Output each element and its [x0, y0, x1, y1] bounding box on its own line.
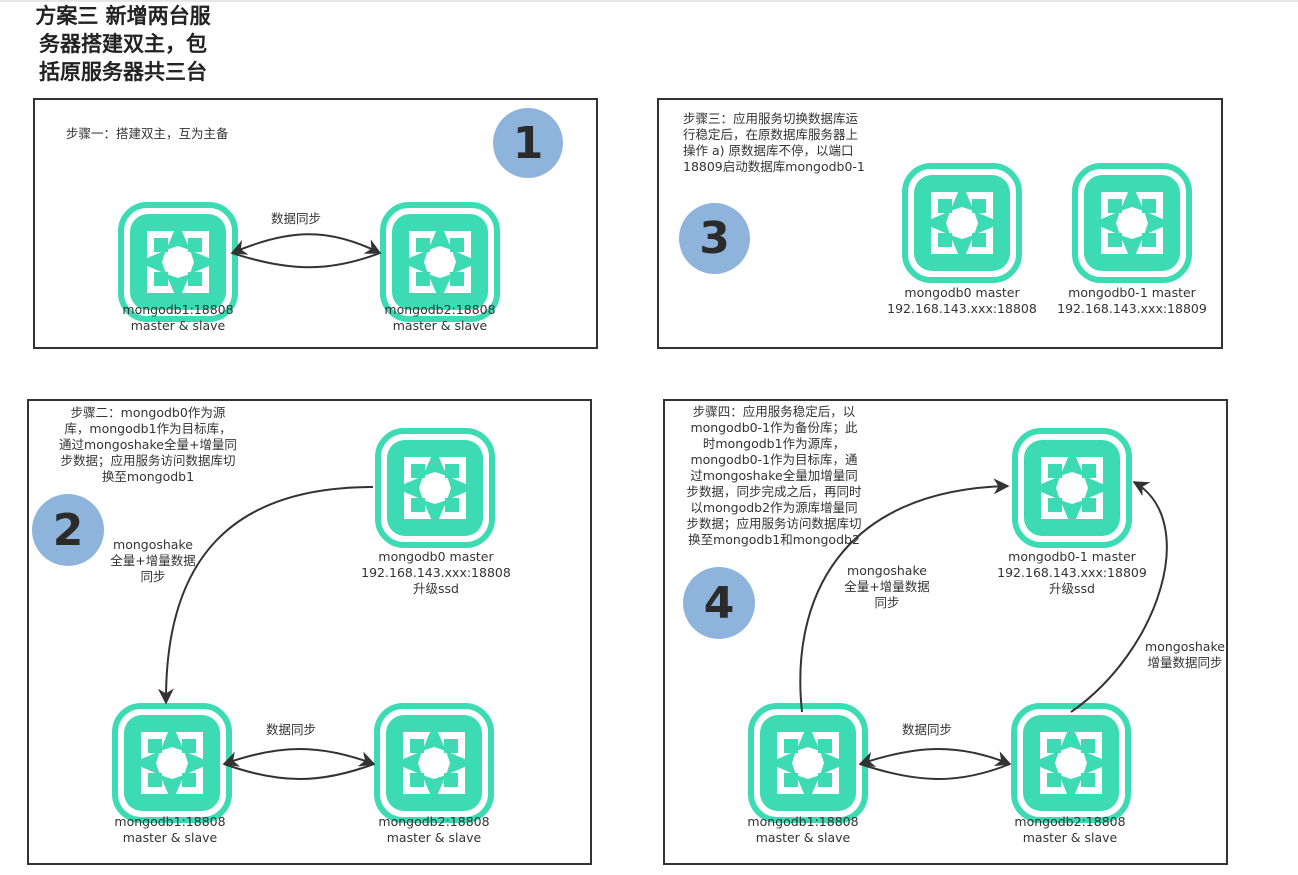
step-line: 步骤二：mongodb0作为源: [70, 405, 226, 420]
step-badge-1: 1: [493, 108, 563, 178]
step-3-text: 步骤三：应用服务切换数据库运 行稳定后，在原数据库服务器上 操作 a) 原数据库…: [683, 111, 865, 175]
sync-label: 数据同步: [270, 211, 321, 226]
step-line: mongodb0-1作为目标库，通: [690, 452, 858, 467]
node-name: mongodb2:18808: [1014, 814, 1126, 829]
node-name: mongodb2:18808: [384, 302, 496, 317]
step-line: 以mongodb2作为源库增量同: [690, 500, 858, 515]
mongodb-node-icon: [110, 701, 234, 825]
mongodb-node-icon: [1010, 426, 1134, 550]
node-label-mongodb0-1: mongodb0-1 master 192.168.143.xxx:18809: [1047, 285, 1217, 317]
node-label-mongodb2: mongodb2:18808 master & slave: [995, 814, 1145, 846]
title-line-2: 务器搭建双主，包: [39, 32, 207, 56]
title-line-3: 括原服务器共三台: [39, 60, 207, 84]
step-badge-4: 4: [683, 567, 755, 639]
mongoshake-full-label: mongoshake 全量+增量数据 同步: [841, 563, 933, 611]
node-label-mongodb1: mongodb1:18808 master & slave: [728, 814, 878, 846]
node-role: master & slave: [386, 830, 482, 845]
node-role: master & slave: [755, 830, 851, 845]
step-1-text: 步骤一：搭建双主，互为主备: [66, 126, 229, 141]
node-address: 192.168.143.xxx:18808: [361, 565, 511, 580]
page-title: 方案三 新增两台服 务器搭建双主，包 括原服务器共三台: [18, 2, 228, 86]
sync-label: 数据同步: [901, 722, 952, 737]
sync-label: 数据同步: [265, 722, 316, 737]
step-line: mongodb0-1作为备份库；此: [690, 420, 858, 435]
node-label-mongodb1: mongodb1:18808 master & slave: [103, 302, 253, 334]
shake-line: mongoshake: [1145, 639, 1225, 654]
step-line: 操作 a) 原数据库不停，以端口: [683, 143, 854, 158]
title-line-1: 方案三 新增两台服: [35, 4, 211, 28]
shake-line: mongoshake: [847, 563, 927, 578]
step-line: 步数据；应用服务访问数据库切: [686, 516, 862, 531]
step-line: 步数据；应用服务访问数据库切: [60, 453, 236, 468]
node-label-mongodb0: mongodb0 master 192.168.143.xxx:18808: [877, 285, 1047, 317]
shake-line: 全量+增量数据: [844, 579, 930, 594]
shake-line: 同步: [140, 569, 166, 584]
node-label-mongodb2: mongodb2:18808 master & slave: [365, 302, 515, 334]
node-name: mongodb0-1 master: [1068, 285, 1196, 300]
node-role: master & slave: [130, 318, 226, 333]
shake-line: 同步: [874, 595, 900, 610]
node-name: mongodb1:18808: [114, 814, 226, 829]
node-label-mongodb1: mongodb1:18808 master & slave: [95, 814, 245, 846]
node-address: 192.168.143.xxx:18809: [1057, 301, 1207, 316]
node-note: 升级ssd: [413, 581, 459, 596]
step-line: 18809启动数据库mongodb0-1: [683, 159, 865, 174]
mongodb-node-icon: [1009, 701, 1133, 825]
node-label-mongodb0: mongodb0 master 192.168.143.xxx:18808 升级…: [351, 549, 521, 597]
mongoshake-incremental-label: mongoshake 增量数据同步: [1141, 639, 1229, 671]
mongodb-node-icon: [746, 701, 870, 825]
step-line: 过mongoshake全量加增量同: [690, 468, 858, 483]
step-line: 步数据，同步完成之后，再同时: [686, 484, 862, 499]
mongodb-node-icon: [372, 701, 496, 825]
node-role: master & slave: [1022, 830, 1118, 845]
top-divider: [0, 0, 1298, 2]
step-2-text: 步骤二：mongodb0作为源 库，mongodb1作为目标库， 通过mongo…: [38, 405, 258, 485]
node-name: mongodb1:18808: [747, 814, 859, 829]
node-role: master & slave: [122, 830, 218, 845]
node-name: mongodb0 master: [378, 549, 494, 564]
step-line: 换至mongodb1: [101, 469, 195, 484]
node-address: 192.168.143.xxx:18808: [887, 301, 1037, 316]
step-line: 库，mongodb1作为目标库，: [64, 421, 232, 436]
node-name: mongodb0-1 master: [1008, 549, 1136, 564]
shake-line: mongoshake: [113, 537, 193, 552]
step-line: 步骤三：应用服务切换数据库运: [683, 111, 859, 126]
step-badge-2: 2: [32, 494, 104, 566]
mongodb-node-icon: [1070, 161, 1194, 285]
shake-line: 增量数据同步: [1147, 655, 1223, 670]
mongodb-node-icon: [900, 161, 1024, 285]
step-line: 换至mongodb1和mongodb2: [688, 532, 860, 547]
step-line: 步骤四：应用服务稳定后，以: [692, 404, 856, 419]
mongodb-node-icon: [373, 426, 497, 550]
node-label-mongodb2: mongodb2:18808 master & slave: [359, 814, 509, 846]
node-name: mongodb2:18808: [378, 814, 490, 829]
step-4-text: 步骤四：应用服务稳定后，以 mongodb0-1作为备份库；此 时mongodb…: [664, 404, 884, 548]
node-name: mongodb1:18808: [122, 302, 234, 317]
shake-line: 全量+增量数据: [110, 553, 196, 568]
node-note: 升级ssd: [1049, 581, 1095, 596]
node-role: master & slave: [392, 318, 488, 333]
node-address: 192.168.143.xxx:18809: [997, 565, 1147, 580]
step-line: 通过mongoshake全量+增量同: [59, 437, 237, 452]
step-line: 时mongodb1作为源库，: [702, 436, 846, 451]
node-name: mongodb0 master: [904, 285, 1020, 300]
step-line: 行稳定后，在原数据库服务器上: [683, 127, 859, 142]
step-badge-3: 3: [679, 203, 750, 274]
node-label-mongodb0-1: mongodb0-1 master 192.168.143.xxx:18809 …: [987, 549, 1157, 597]
mongoshake-label: mongoshake 全量+增量数据 同步: [108, 537, 198, 585]
